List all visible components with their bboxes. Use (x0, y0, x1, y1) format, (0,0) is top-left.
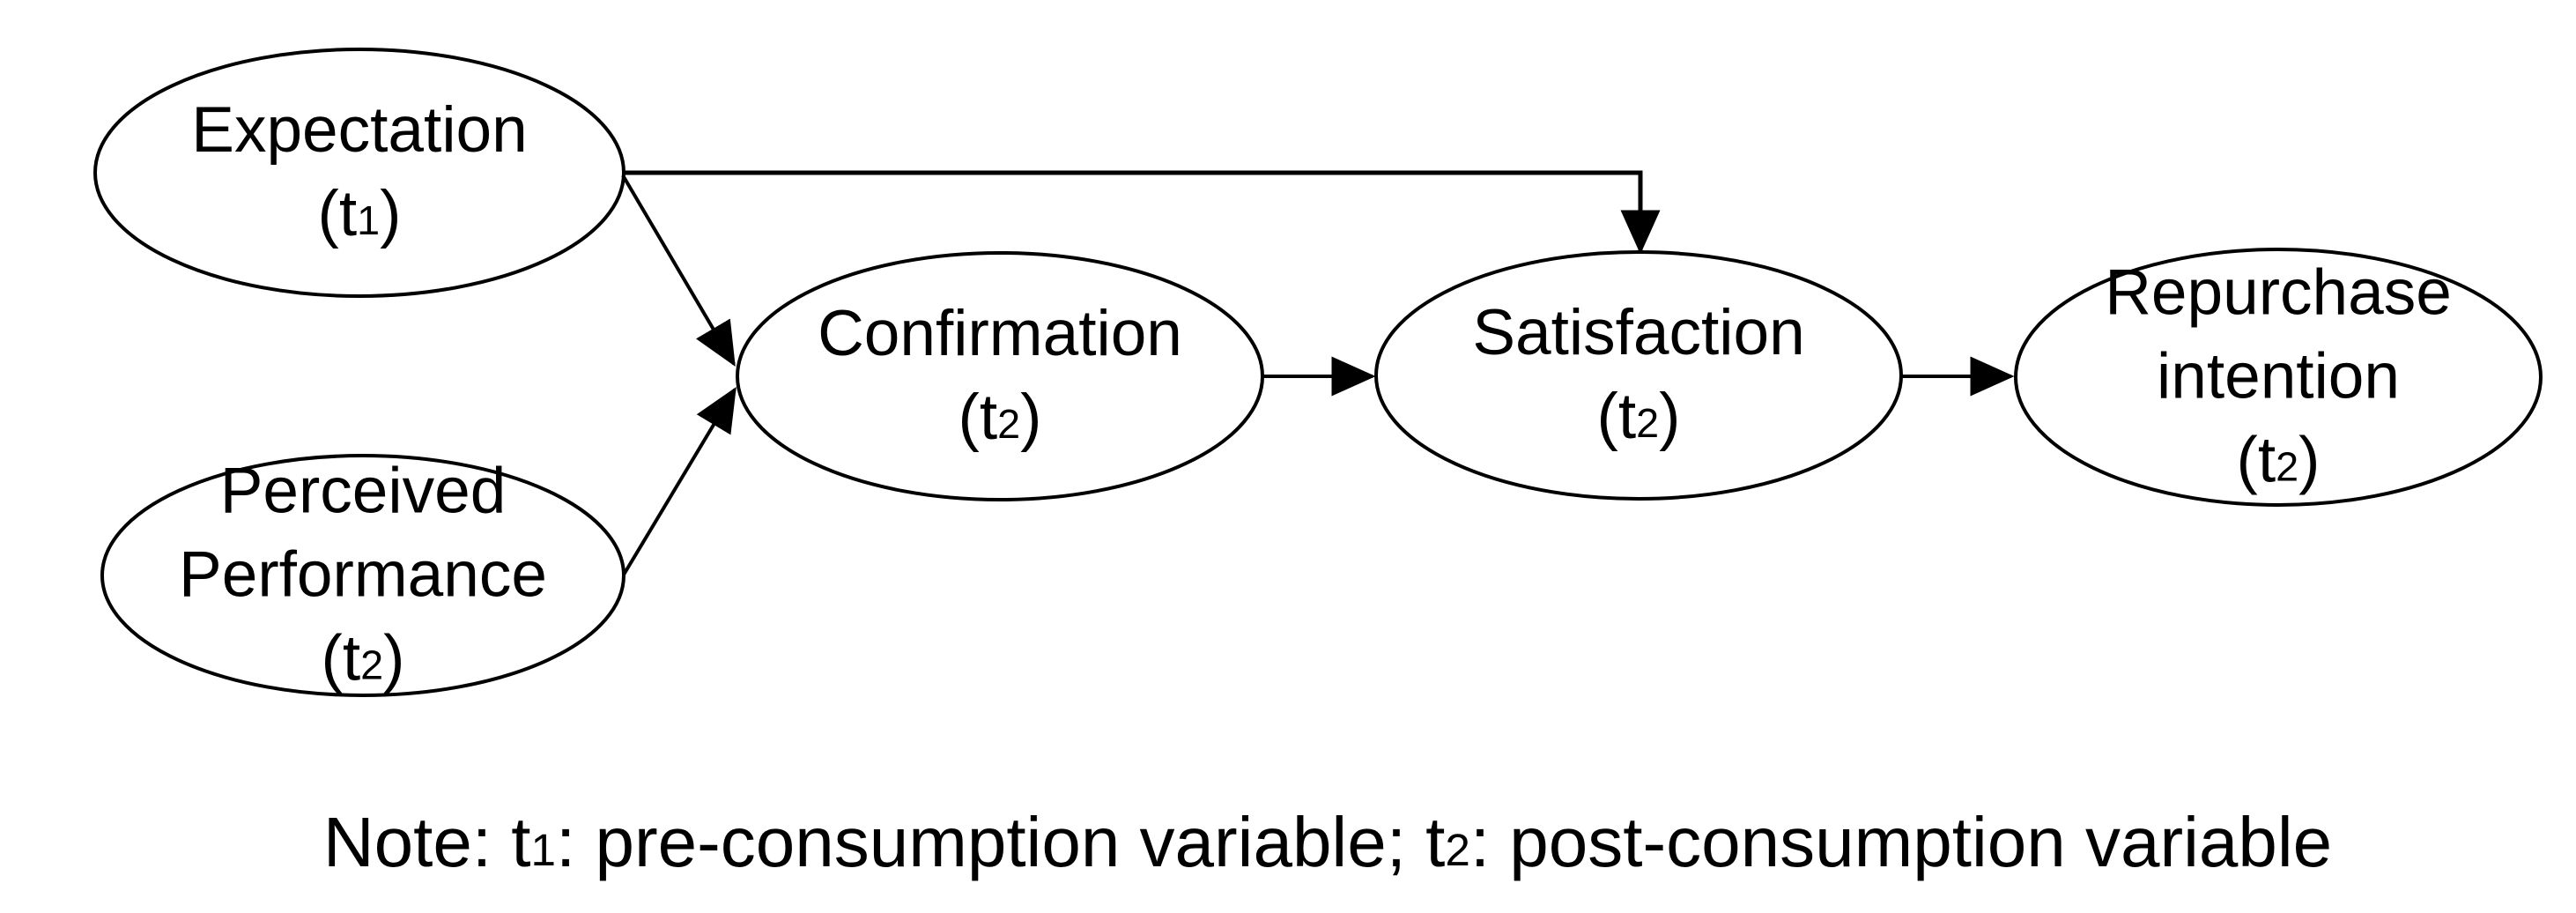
time-open: (t (1596, 381, 1637, 452)
time-subscript: 2 (997, 401, 1021, 448)
node-confirmation-name: Confirmation (818, 298, 1182, 370)
note-text: Note: t1: pre-consumption variable; t2: … (0, 798, 2576, 887)
node-satisfaction-time: (t2) (1472, 375, 1804, 459)
node-expectation-time: (t1) (191, 173, 527, 256)
time-close: ) (1020, 382, 1042, 453)
time-open: (t (958, 382, 998, 453)
edge-expectation-to-satisfaction (623, 170, 1661, 255)
node-expectation-ellipse (93, 48, 625, 298)
time-subscript: 1 (357, 197, 381, 244)
time-close: ) (2298, 424, 2321, 496)
time-open: (t (2236, 424, 2276, 496)
node-perceived-performance-time: (t2) (179, 617, 547, 701)
time-subscript: 2 (1636, 400, 1660, 447)
note-part: Note: t (322, 803, 531, 881)
note-part: : post-consumption variable (1469, 803, 2333, 881)
time-close: ) (383, 622, 405, 694)
node-confirmation-label: Confirmation (t2) (818, 293, 1182, 460)
node-repurchase-intention-ellipse (2014, 248, 2543, 507)
node-satisfaction-ellipse (1374, 250, 1903, 501)
time-subscript: 2 (360, 642, 384, 688)
time-open: (t (321, 622, 361, 694)
edge-expectation-to-confirmation (621, 174, 736, 367)
note-part: : pre-consumption variable; t (556, 803, 1446, 881)
node-expectation-label: Expectation (t1) (191, 89, 527, 256)
node-repurchase-intention-label: Repurchase intention (t2) (2105, 252, 2452, 503)
node-repurchase-intention-name-line2: intention (2157, 340, 2400, 412)
node-perceived-performance-label: Perceived Performance (t2) (179, 450, 547, 701)
node-satisfaction-label: Satisfaction (t2) (1472, 292, 1804, 459)
time-open: (t (317, 178, 358, 249)
time-close: ) (380, 178, 402, 249)
node-repurchase-intention-name: Repurchase (2105, 256, 2452, 329)
node-confirmation-time: (t2) (818, 376, 1182, 460)
node-expectation-name: Expectation (191, 94, 528, 167)
node-repurchase-intention-time: (t2) (2105, 419, 2452, 502)
node-satisfaction-name: Satisfaction (1472, 297, 1805, 369)
time-close: ) (1659, 381, 1681, 452)
node-confirmation-ellipse (736, 251, 1264, 501)
edge-perceived-performance-to-confirmation (622, 386, 737, 576)
time-subscript: 2 (2276, 443, 2299, 490)
node-perceived-performance-name: Perceived (219, 455, 507, 527)
node-perceived-performance-name-line2: Performance (179, 538, 547, 611)
node-perceived-performance-ellipse (100, 454, 625, 697)
note-subscript-1: 1 (530, 824, 556, 875)
note-subscript-2: 2 (1445, 824, 1470, 875)
